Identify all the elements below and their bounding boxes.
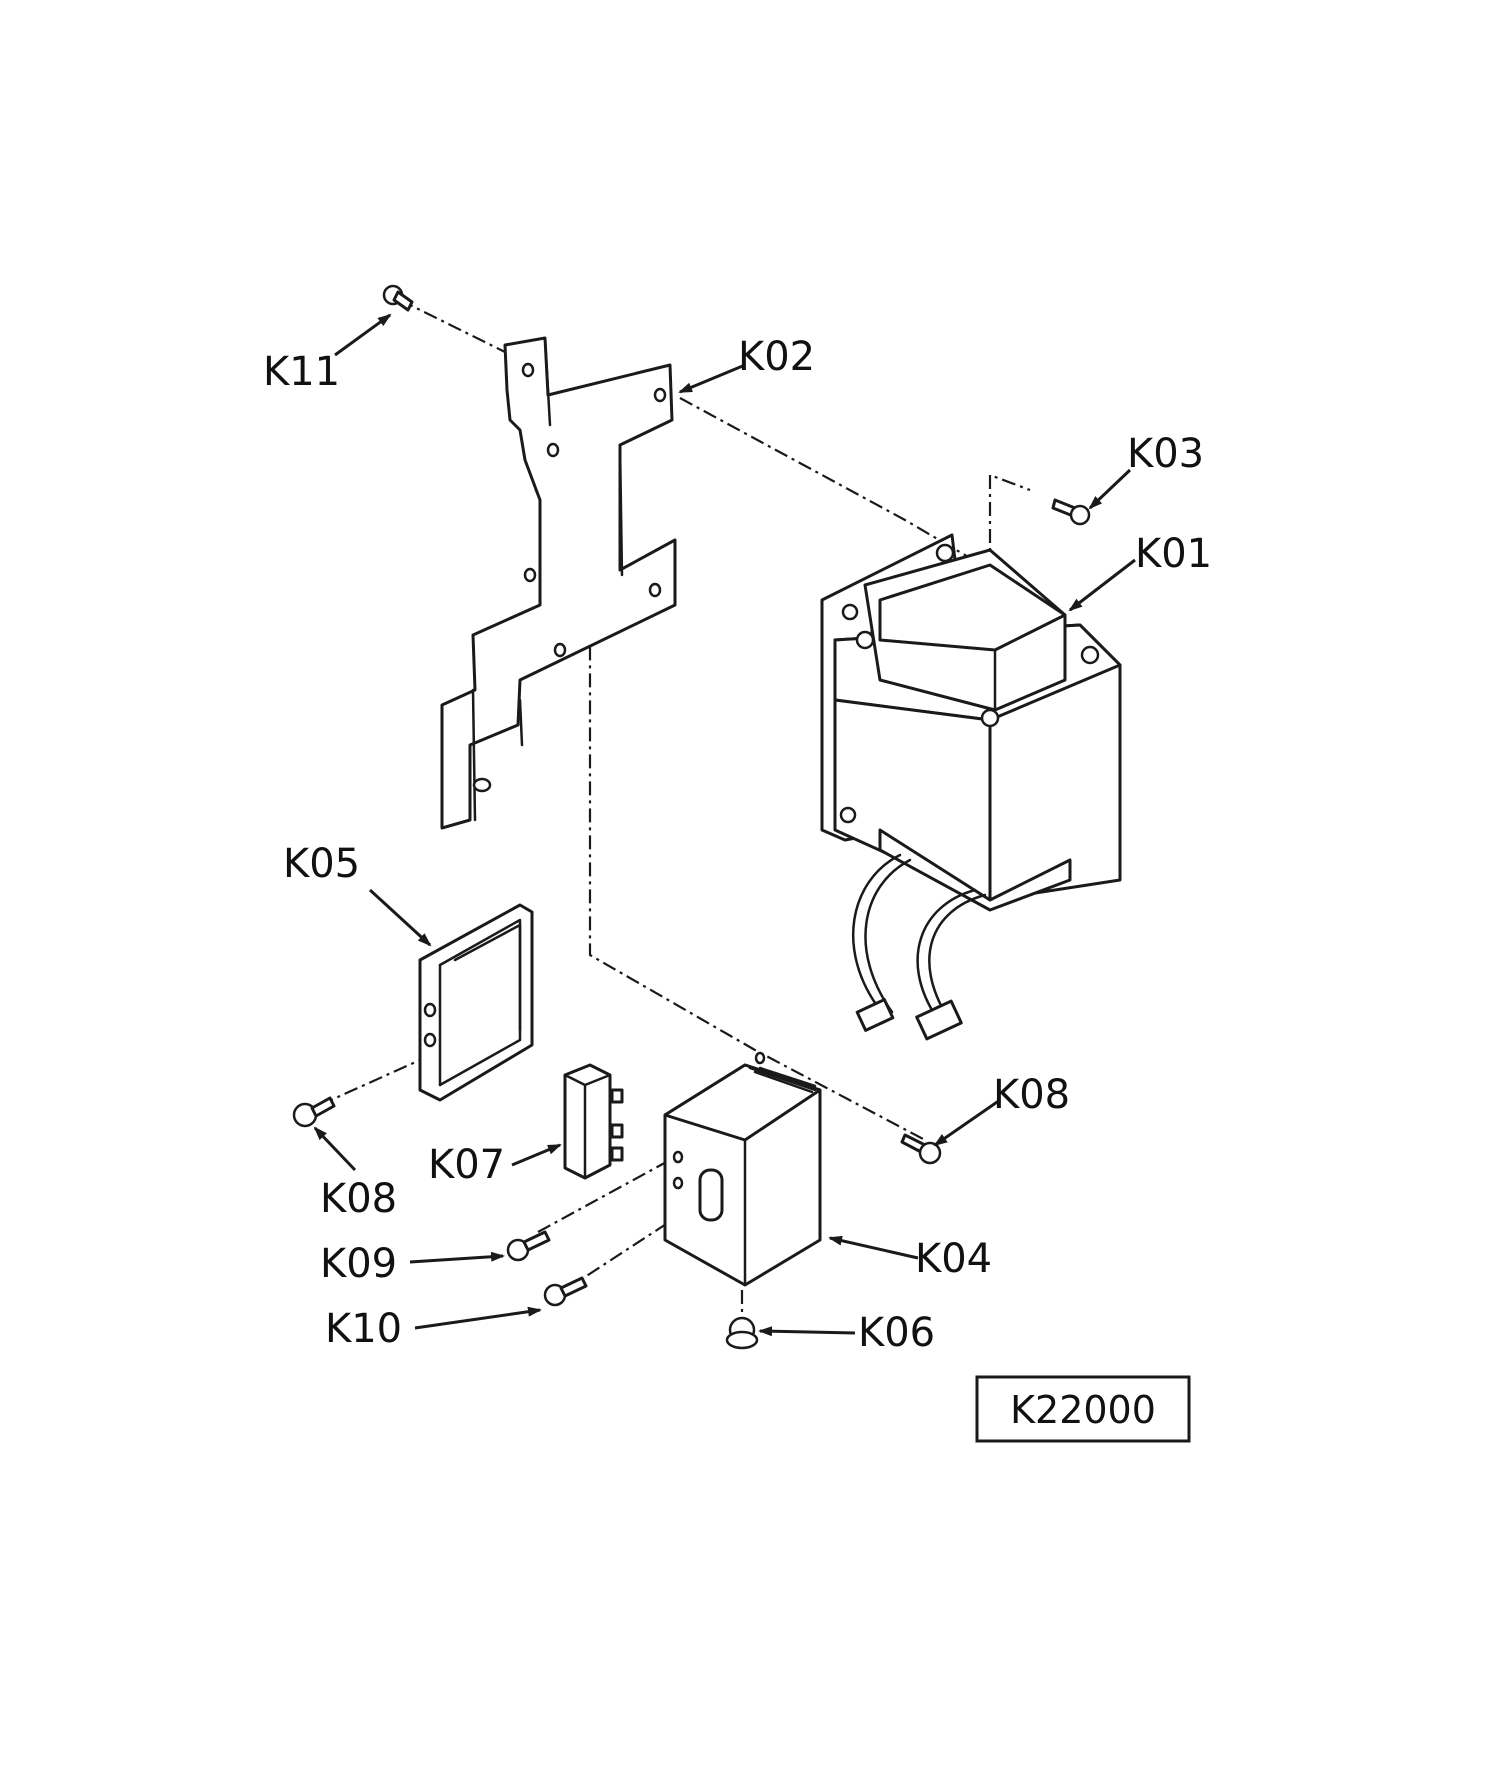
label-k04: K04 [915,1236,992,1282]
label-k11: K11 [263,349,340,395]
label-k10: K10 [325,1306,402,1352]
screw-k03 [1051,498,1091,526]
reference-code: K22000 [1010,1388,1156,1432]
label-k05: K05 [283,841,360,887]
screw-k08-right [900,1133,942,1165]
label-k01: K01 [1135,531,1212,577]
label-k08-left: K08 [320,1176,397,1222]
label-k06: K06 [858,1310,935,1356]
cover-plate-k05 [418,903,534,1102]
part-labels: K11 K02 K03 K01 K05 K08 K08 K07 K09 K10 … [263,334,1212,1356]
screw-k08-left [292,1096,336,1128]
label-k03: K03 [1127,431,1204,477]
screw-k09 [506,1230,551,1262]
mounting-bracket-k02 [440,336,677,830]
screw-k10 [543,1276,588,1307]
assembly-lines [319,299,1031,1320]
transformer-k01 [820,533,1122,1041]
reference-box: K22000 [975,1375,1191,1443]
label-k08-right: K08 [993,1072,1070,1118]
label-k09: K09 [320,1241,397,1287]
label-k02: K02 [738,334,815,380]
relay-k07 [563,1063,624,1180]
capacitor-box-k04 [663,1051,822,1287]
label-k07: K07 [428,1142,505,1188]
leader-arrows [313,313,1136,1337]
nut-k06 [725,1316,759,1350]
screw-k11 [382,284,414,312]
screws [292,284,1091,1350]
